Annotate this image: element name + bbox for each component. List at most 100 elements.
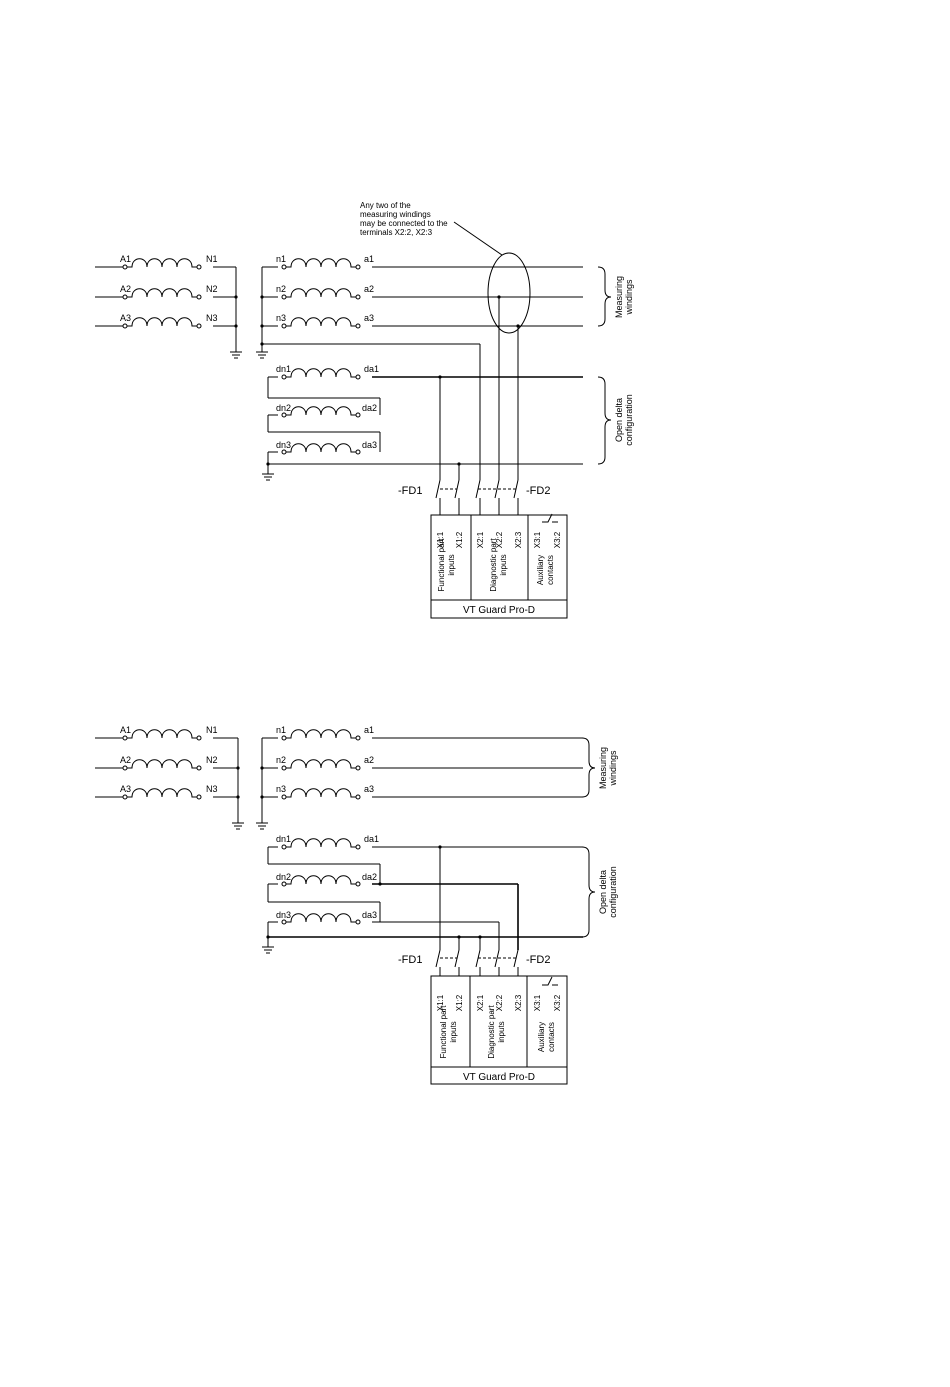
terminal-X2-1: X2:1 <box>476 531 485 548</box>
section-functional-2: inputs <box>447 554 456 575</box>
terminal-A1: A1 <box>120 254 131 264</box>
terminal-a2: a2 <box>364 284 374 294</box>
terminal-point <box>355 294 361 300</box>
terminal-point <box>196 735 202 741</box>
terminal-da3: da3 <box>362 440 377 450</box>
section-auxiliary-2: contacts <box>546 555 555 585</box>
ground-symbol <box>262 946 274 954</box>
terminal-point <box>281 881 287 887</box>
terminal-da3: da3 <box>362 910 377 920</box>
terminal-A2: A2 <box>120 755 131 765</box>
terminal-point <box>281 449 287 455</box>
note-line-4: terminals X2:2, X2:3 <box>360 228 433 237</box>
brace-measuring <box>597 266 612 327</box>
terminal-n3: n3 <box>276 784 286 794</box>
terminal-A1: A1 <box>120 725 131 735</box>
terminal-da1: da1 <box>364 364 379 374</box>
terminal-point <box>122 765 128 771</box>
section-diagnostic-1: Diagnostic part <box>487 1005 496 1059</box>
terminal-X2-2: X2:2 <box>495 531 504 548</box>
brace-measuring <box>581 737 596 798</box>
terminal-N2: N2 <box>206 755 218 765</box>
section-diagnostic-2: inputs <box>499 554 508 575</box>
measuring-windings: n1 a1 n2 a2 n3 a3 Any two of the measuri… <box>256 201 634 480</box>
fuse-switches: -FD1 -FD2 <box>398 479 550 515</box>
terminal-X3-2: X3:2 <box>553 531 562 548</box>
terminal-n1: n1 <box>276 725 286 735</box>
section-functional-2: inputs <box>449 1021 458 1042</box>
section-auxiliary-1: Auxiliary <box>537 1022 546 1052</box>
fd2-label: -FD2 <box>526 485 550 497</box>
ground-symbol <box>232 822 244 830</box>
primary-winding-coil <box>125 317 199 327</box>
terminal-N3: N3 <box>206 313 218 323</box>
fd2-label: -FD2 <box>526 954 550 966</box>
terminal-point <box>196 794 202 800</box>
section-functional-1: Functional part <box>437 538 446 592</box>
terminal-dn1: dn1 <box>276 364 291 374</box>
measuring-windings: n1 a1 n2 a2 n3 a3 Measuring windings <box>256 725 618 830</box>
terminal-X3-1: X3:1 <box>533 994 542 1011</box>
terminal-X3-2: X3:2 <box>553 994 562 1011</box>
measuring-winding-coil <box>284 258 358 268</box>
brace-measuring-label-1: Measuring <box>598 747 608 789</box>
terminal-da2: da2 <box>362 872 377 882</box>
terminal-point <box>355 765 361 771</box>
device-name: VT Guard Pro-D <box>463 605 535 616</box>
measuring-winding-coil <box>284 759 358 769</box>
primary-winding-coil <box>125 788 199 798</box>
delta-winding-coil <box>284 875 358 885</box>
note-line-3: may be connected to the <box>360 219 448 228</box>
delta-winding-coil <box>284 443 358 453</box>
terminal-point <box>122 294 128 300</box>
primary-winding-coil <box>125 258 199 268</box>
terminal-a3: a3 <box>364 784 374 794</box>
terminal-X1-2: X1:2 <box>455 994 464 1011</box>
terminal-a1: a1 <box>364 725 374 735</box>
terminal-N2: N2 <box>206 284 218 294</box>
ground-symbol <box>256 822 268 830</box>
terminal-da1: da1 <box>364 834 379 844</box>
terminal-n3: n3 <box>276 313 286 323</box>
terminal-point <box>281 844 287 850</box>
brace-delta-label-2: configuration <box>624 394 634 446</box>
terminal-point <box>355 881 361 887</box>
auxiliary-contact-symbol <box>542 513 558 523</box>
terminal-point <box>196 264 202 270</box>
fd1-label: -FD1 <box>398 954 422 966</box>
brace-measuring-label-1: Measuring <box>614 276 624 318</box>
terminal-point <box>122 323 128 329</box>
terminal-X2-3: X2:3 <box>514 994 523 1011</box>
terminal-X3-1: X3:1 <box>533 531 542 548</box>
brace-measuring-label-2: windings <box>624 279 634 316</box>
primary-windings: A1 N1 A2 N2 A3 N3 <box>95 254 242 359</box>
terminal-point <box>355 735 361 741</box>
terminal-point <box>196 294 202 300</box>
terminal-X1-1: X1:1 <box>436 994 445 1011</box>
primary-winding-coil <box>125 288 199 298</box>
terminal-point <box>281 735 287 741</box>
delta-winding-coil <box>284 406 358 416</box>
open-delta-windings: dn1 da1 dn2 da2 dn3 da3 Open delta confi… <box>262 364 634 481</box>
device-name: VT Guard Pro-D <box>463 1072 535 1083</box>
terminal-point <box>355 449 361 455</box>
terminal-X1-1: X1:1 <box>436 531 445 548</box>
terminal-point <box>355 919 361 925</box>
terminal-a3: a3 <box>364 313 374 323</box>
device-box <box>430 975 568 1085</box>
terminal-A2: A2 <box>120 284 131 294</box>
terminal-n2: n2 <box>276 284 286 294</box>
terminal-point <box>196 323 202 329</box>
winding-coils <box>122 258 361 925</box>
section-diagnostic-1: Diagnostic part <box>489 538 498 592</box>
terminal-point <box>122 264 128 270</box>
note-line-2: measuring windings <box>360 210 431 219</box>
terminal-point <box>355 264 361 270</box>
terminal-point <box>355 323 361 329</box>
terminal-X2-2: X2:2 <box>495 994 504 1011</box>
ground-symbol <box>230 351 242 359</box>
terminal-point <box>122 735 128 741</box>
terminal-point <box>281 264 287 270</box>
terminal-point <box>281 323 287 329</box>
terminal-point <box>355 412 361 418</box>
